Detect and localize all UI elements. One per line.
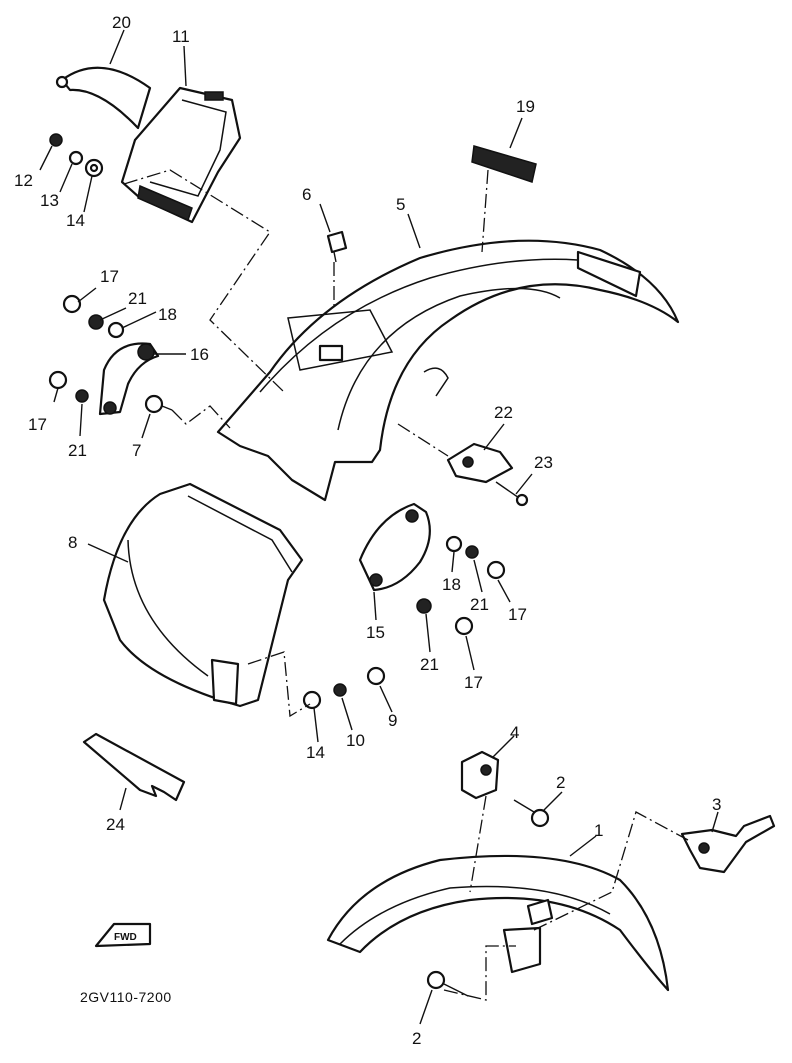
callout-17-upper: 17 xyxy=(100,267,119,286)
part-17-bolt-right xyxy=(486,560,506,580)
part-5-rear-fender xyxy=(216,239,680,502)
callout-21-right: 21 xyxy=(470,595,489,614)
callouts: 20 11 12 13 14 19 5 6 17 21 18 16 17 21 … xyxy=(14,13,721,1048)
part-12-bolt xyxy=(49,133,63,147)
callout-15: 15 xyxy=(366,623,385,642)
fwd-label: FWD xyxy=(114,932,137,943)
part-14-nut xyxy=(84,158,104,178)
callout-18-upper: 18 xyxy=(158,305,177,324)
part-18-washer-upper xyxy=(107,321,125,339)
callout-19: 19 xyxy=(516,97,535,116)
part-4-bracket xyxy=(460,750,500,800)
part-14-nut-lower xyxy=(302,690,322,710)
part-22-clamp xyxy=(446,442,514,484)
part-17-bolt-lower xyxy=(454,616,474,636)
part-23-bolt xyxy=(495,481,529,507)
part-15-cover xyxy=(358,502,431,592)
fwd-arrow-mark: FWD xyxy=(94,922,152,948)
callout-21-lower: 21 xyxy=(420,655,439,674)
callout-2-lower: 2 xyxy=(412,1029,421,1048)
callout-24: 24 xyxy=(106,815,125,834)
part-21-nut-upper xyxy=(88,314,104,330)
part-9-bolt xyxy=(366,666,386,686)
callout-13: 13 xyxy=(40,191,59,210)
assembly-lines xyxy=(123,169,689,1001)
part-1-front-fender xyxy=(326,854,670,992)
callout-22: 22 xyxy=(494,403,513,422)
part-2-bolt-upper xyxy=(513,799,550,828)
callout-14-lower: 14 xyxy=(306,743,325,762)
callout-17-right: 17 xyxy=(508,605,527,624)
drawing-code: 2GV110-7200 xyxy=(80,989,172,1005)
part-19-emblem xyxy=(471,145,537,183)
leader-lines xyxy=(39,29,719,1025)
part-2-bolt-lower xyxy=(426,970,469,997)
part-6-bolt xyxy=(326,230,348,263)
part-24-plate xyxy=(82,732,186,802)
callout-11: 11 xyxy=(172,27,190,46)
part-20-strip xyxy=(55,66,152,130)
part-11-housing xyxy=(120,86,242,224)
callout-4: 4 xyxy=(510,723,519,742)
callout-9: 9 xyxy=(388,711,397,730)
callout-17-left: 17 xyxy=(28,415,47,434)
part-16-stay xyxy=(98,342,160,416)
part-21-nut-lower xyxy=(416,598,432,614)
callout-10: 10 xyxy=(346,731,365,750)
part-21-nut-left xyxy=(75,389,89,403)
callout-21-upper: 21 xyxy=(128,289,147,308)
callout-14-upper: 14 xyxy=(66,211,85,230)
part-18-washer-right xyxy=(445,535,463,553)
callout-7: 7 xyxy=(132,441,141,460)
callout-23: 23 xyxy=(534,453,553,472)
callout-16: 16 xyxy=(190,345,209,364)
callout-12: 12 xyxy=(14,171,33,190)
part-8-inner-fender xyxy=(102,482,304,708)
callout-20: 20 xyxy=(112,13,131,32)
part-17-bolt-upper xyxy=(62,294,82,314)
callout-18-right: 18 xyxy=(442,575,461,594)
part-21-nut-right xyxy=(465,545,479,559)
part-10-washer xyxy=(333,683,347,697)
callout-8: 8 xyxy=(68,533,77,552)
callout-1: 1 xyxy=(594,821,603,840)
callout-17-lower: 17 xyxy=(464,673,483,692)
part-17-bolt-left xyxy=(48,370,68,390)
callout-6: 6 xyxy=(302,185,311,204)
callout-21-left: 21 xyxy=(68,441,87,460)
part-13-washer xyxy=(68,150,84,166)
part-3-bracket xyxy=(680,814,776,874)
callout-2-upper: 2 xyxy=(556,773,565,792)
callout-3: 3 xyxy=(712,795,721,814)
part-7-bolt xyxy=(144,394,173,414)
callout-5: 5 xyxy=(396,195,405,214)
